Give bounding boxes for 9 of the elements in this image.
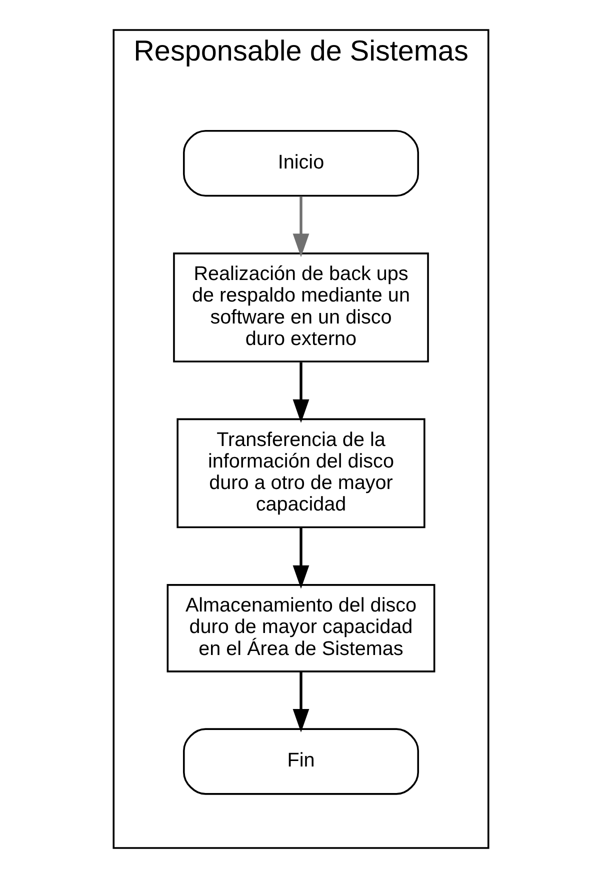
arrow [292,672,310,732]
node-box: Almacenamiento del disco duro de mayor capacidad en el Área de Sistemas [166,584,436,672]
node-box: Inicio [182,130,419,197]
arrow [292,362,310,423]
node-box: Fin [182,728,419,795]
node-box: Transferencia de la información del disco duro a otro de mayor capacidad [176,418,426,528]
node-box: Realización de back ups de respaldo mediante un software en un disco duro externo [173,252,429,362]
arrow [292,528,310,589]
arrow [292,196,310,258]
